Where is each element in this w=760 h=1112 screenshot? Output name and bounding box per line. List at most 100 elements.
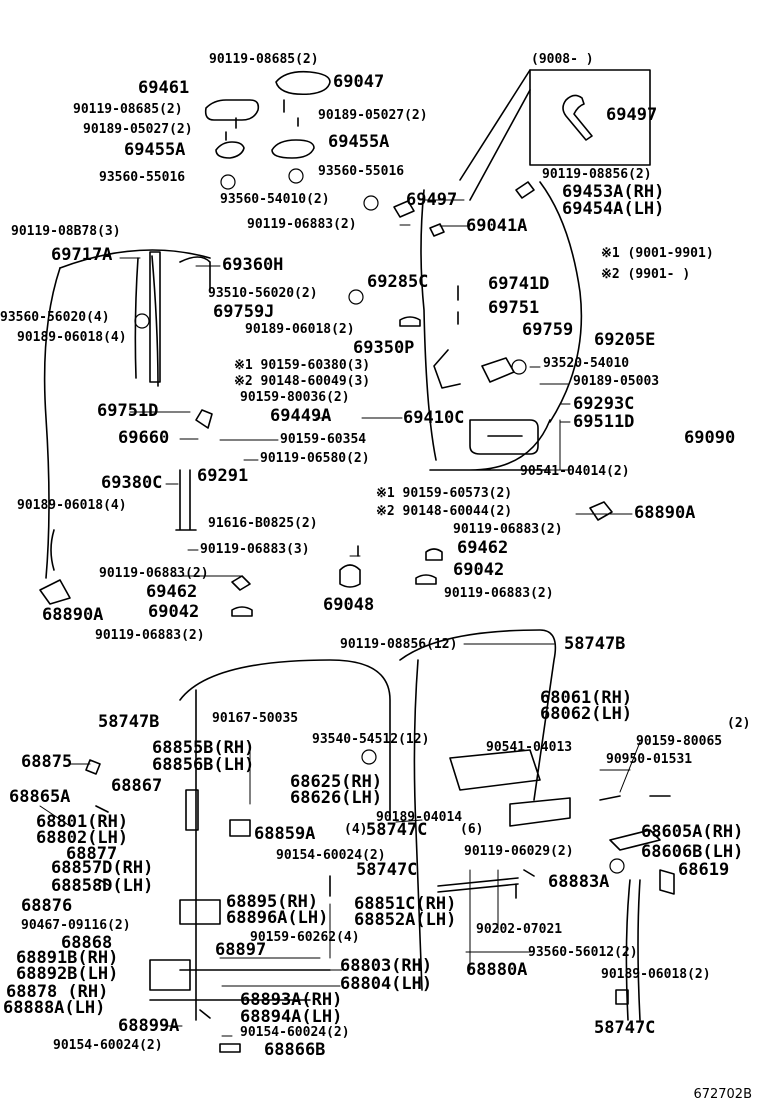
part-number-label: ※2 90148-60044(2) xyxy=(376,504,513,519)
part-number-label: 93540-54512(12) xyxy=(312,732,430,747)
part-number-label: 69291 xyxy=(197,466,249,486)
part-number-label: 68867 xyxy=(111,776,163,796)
part-number-label: 69497 xyxy=(406,190,458,210)
part-number-label: 69462 xyxy=(457,538,509,558)
part-number-label: 68878 (RH) xyxy=(6,982,109,1002)
part-number-label: 90189-04014 xyxy=(376,810,463,825)
part-number-label: 68859A xyxy=(254,824,316,844)
part-number-label: 68856B(LH) xyxy=(152,755,255,775)
part-number-label: 68875 xyxy=(21,752,73,772)
part-number-label: 68883A xyxy=(548,872,610,892)
part-number-label: 90189-06018(4) xyxy=(17,498,127,513)
part-number-label: 90541-04014(2) xyxy=(520,464,630,479)
part-number-label: ※1 (9001-9901) xyxy=(601,246,714,261)
part-number-label: 69511D xyxy=(573,412,635,432)
part-number-label: (6) xyxy=(460,822,484,837)
part-number-label: 69741D xyxy=(488,274,550,294)
part-number-label: 69360H xyxy=(222,255,284,275)
part-number-label: ※2 90148-60049(3) xyxy=(234,374,371,389)
part-number-label: 58747B xyxy=(564,634,626,654)
part-number-label: 90119-08856(2) xyxy=(542,167,652,182)
part-number-label: 68888A(LH) xyxy=(3,998,106,1018)
part-number-label: 69660 xyxy=(118,428,170,448)
part-number-label: 58747B xyxy=(98,712,160,732)
part-number-label: 68802(LH) xyxy=(36,828,129,848)
part-number-label: 68892B(LH) xyxy=(16,964,119,984)
part-number-label: 68801(RH) xyxy=(36,812,129,832)
part-number-label: 93560-55016 xyxy=(99,170,186,185)
part-number-label: 69717A xyxy=(51,245,113,265)
part-number-label: 69759 xyxy=(522,320,574,340)
part-number-label: 90119-06883(3) xyxy=(200,542,310,557)
part-number-label: 90119-06883(2) xyxy=(95,628,205,643)
part-number-label: 69461 xyxy=(138,78,190,98)
part-number-label: 68605A(RH) xyxy=(641,822,744,842)
part-number-label: 91616-B0825(2) xyxy=(208,516,318,531)
part-number-label: 69285C xyxy=(367,272,429,292)
part-number-label: 90119-06883(2) xyxy=(453,522,563,537)
part-number-label: 90119-06883(2) xyxy=(99,566,209,581)
part-number-label: 90154-60024(2) xyxy=(240,1025,350,1040)
part-number-label: 69042 xyxy=(453,560,505,580)
part-number-label: 90159-60262(4) xyxy=(250,930,360,945)
part-number-label: 90159-80065 xyxy=(636,734,723,749)
part-number-label: 93560-55016 xyxy=(318,164,405,179)
part-number-label: 68857D(RH) xyxy=(51,858,154,878)
part-number-label: 93520-54010 xyxy=(543,356,630,371)
part-number-label: 68858D(LH) xyxy=(51,876,154,896)
part-number-label: 90119-08685(2) xyxy=(73,102,183,117)
part-number-label: 90189-06018(2) xyxy=(245,322,355,337)
part-number-label: 68890A xyxy=(42,605,104,625)
part-number-label: 93560-56020(4) xyxy=(0,310,110,325)
part-number-label: 69751 xyxy=(488,298,540,318)
diagram-reference-number: 672702B xyxy=(693,1087,752,1102)
part-number-label: 69293C xyxy=(573,394,635,414)
part-number-label: 90159-60354 xyxy=(280,432,367,447)
part-number-label: 69041A xyxy=(466,216,528,236)
part-number-label: 90119-08856(12) xyxy=(340,637,458,652)
part-number-label: 90154-60024(2) xyxy=(53,1038,163,1053)
part-number-label: 93560-56012(2) xyxy=(528,945,638,960)
part-number-label: ※1 90159-60380(3) xyxy=(234,358,371,373)
part-number-label: 90189-05027(2) xyxy=(318,108,428,123)
part-number-label: 68803(RH) xyxy=(340,956,433,976)
part-number-label: 68852A(LH) xyxy=(354,910,457,930)
part-number-label: 69048 xyxy=(323,595,375,615)
inset-box xyxy=(459,69,651,201)
rear-door-lower xyxy=(85,629,675,1053)
part-number-label: 68895(RH) xyxy=(226,892,319,912)
part-number-label: 68894A(LH) xyxy=(240,1007,343,1027)
part-number-label: 90202-07021 xyxy=(476,922,563,937)
part-number-label: 69350P xyxy=(353,338,415,358)
part-number-label: 68891B(RH) xyxy=(16,948,119,968)
part-number-label: 90119-06883(2) xyxy=(247,217,357,232)
part-number-label: 90119-08685(2) xyxy=(209,52,319,67)
part-number-label: 90154-60024(2) xyxy=(276,848,386,863)
part-number-label: 90189-06018(4) xyxy=(17,330,127,345)
part-number-label: 68062(LH) xyxy=(540,704,633,724)
part-number-label: 69455A xyxy=(328,132,390,152)
part-number-label: 69449A xyxy=(270,406,332,426)
part-number-label: 90119-06029(2) xyxy=(464,844,574,859)
part-number-label: 68876 xyxy=(21,896,73,916)
part-number-label: 69410C xyxy=(403,408,465,428)
part-number-label: 90189-05003 xyxy=(573,374,660,389)
part-number-label: 69759J xyxy=(213,302,275,322)
part-number-label: 58747C xyxy=(356,860,418,880)
part-number-label: 68626(LH) xyxy=(290,788,383,808)
part-number-label: 68855B(RH) xyxy=(152,738,255,758)
part-number-label: 69047 xyxy=(333,72,385,92)
part-number-label: ※2 (9901- ) xyxy=(601,267,691,282)
part-number-label: 68606B(LH) xyxy=(641,842,744,862)
part-number-label: (9008- ) xyxy=(531,52,594,67)
part-number-label: 90189-06018(2) xyxy=(601,967,711,982)
part-number-label: (2) xyxy=(727,716,751,731)
part-number-label: 68865A xyxy=(9,787,71,807)
part-number-label: 68893A(RH) xyxy=(240,990,343,1010)
part-number-label: 68896A(LH) xyxy=(226,908,329,928)
part-number-label: 68890A xyxy=(634,503,696,523)
part-number-label: 69455A xyxy=(124,140,186,160)
part-number-label: 69462 xyxy=(146,582,198,602)
